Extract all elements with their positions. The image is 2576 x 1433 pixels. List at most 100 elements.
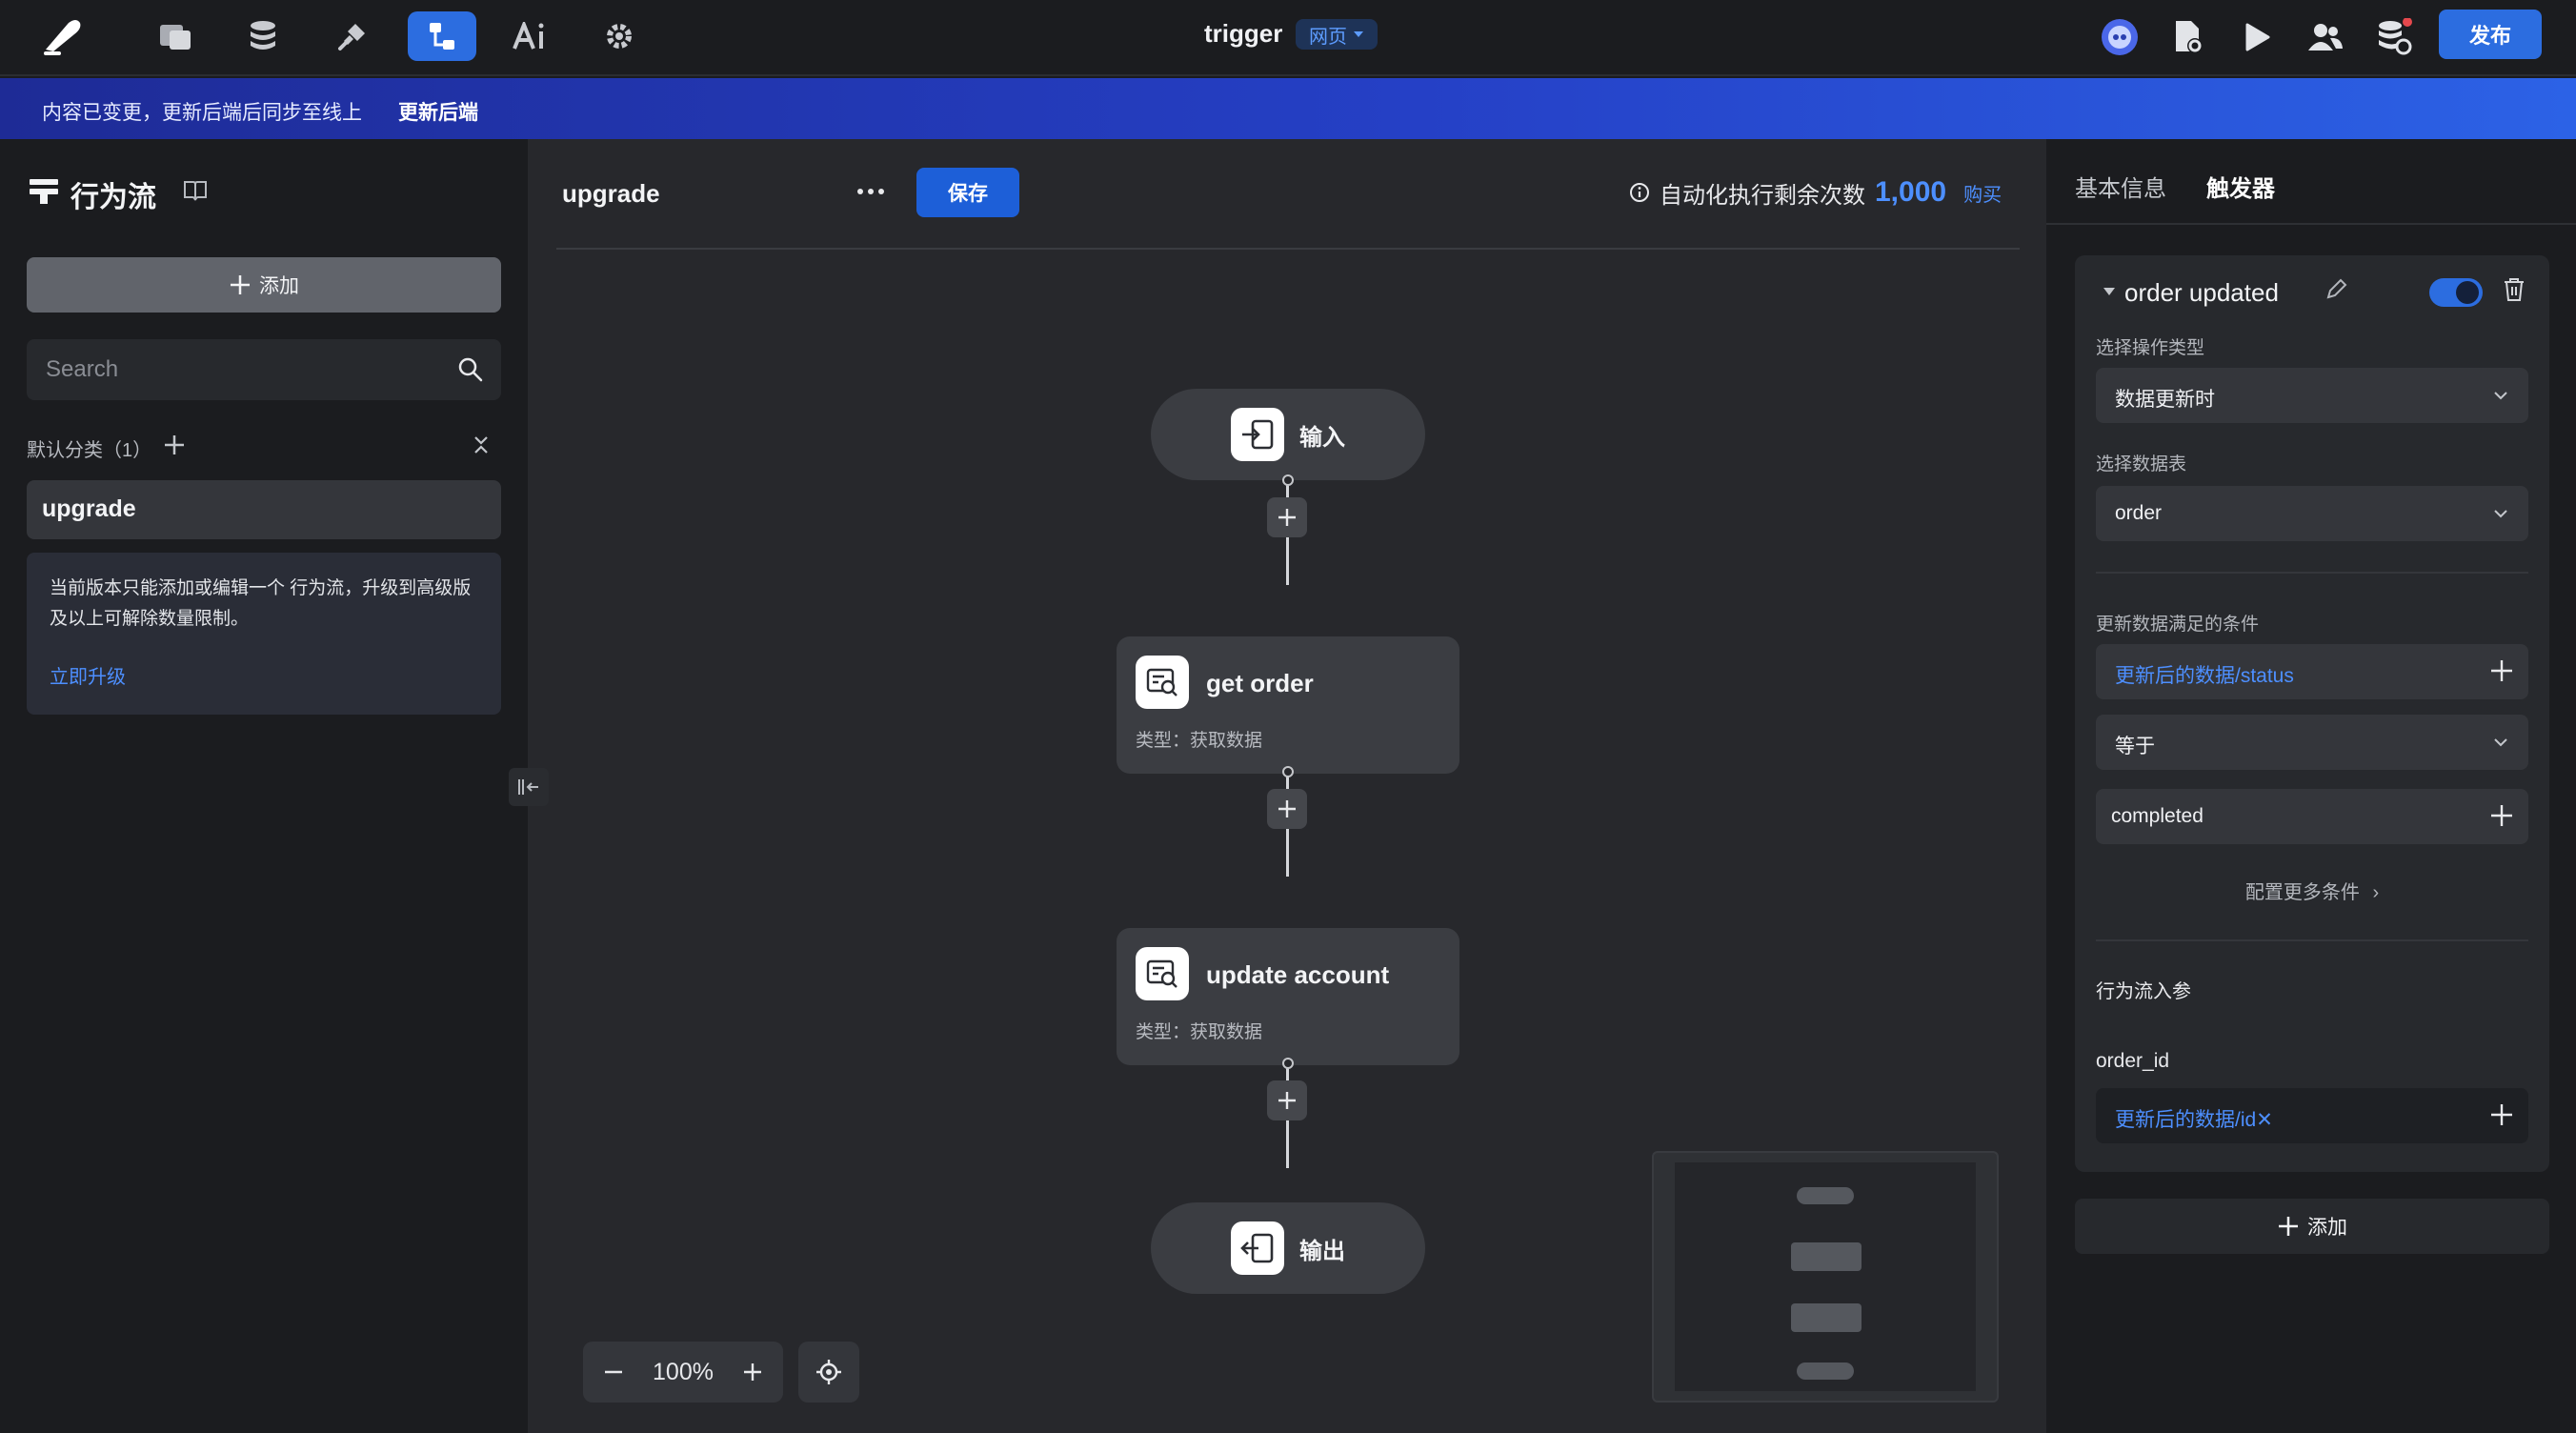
input-node[interactable]: 输入 — [1151, 389, 1425, 480]
output-node[interactable]: 输出 — [1151, 1202, 1425, 1294]
add-step-button[interactable] — [1267, 1080, 1307, 1120]
search-box — [27, 339, 501, 400]
upgrade-now-link[interactable]: 立即升级 — [50, 667, 126, 688]
plus-icon[interactable] — [2488, 657, 2515, 684]
search-icon[interactable] — [457, 356, 484, 383]
header-divider — [556, 248, 2020, 250]
plus-icon[interactable] — [2488, 802, 2515, 829]
database-icon[interactable] — [229, 11, 297, 61]
output-port[interactable] — [1282, 766, 1294, 777]
zoom-level: 100% — [653, 1358, 714, 1385]
preview-icon[interactable] — [2233, 13, 2281, 61]
quota-label: 自动化执行剩余次数 — [1660, 182, 1865, 209]
clear-param-icon[interactable]: ✕ — [2256, 1109, 2273, 1131]
category-label: 默认分类（1） — [27, 440, 152, 461]
get-order-node[interactable]: get order 类型：获取数据 — [1117, 636, 1459, 774]
tab-basic-info[interactable]: 基本信息 — [2075, 176, 2166, 202]
chevron-right-icon: › — [2372, 882, 2380, 903]
more-options-icon[interactable] — [852, 175, 890, 208]
data-sync-icon[interactable] — [2370, 13, 2418, 61]
table-select[interactable]: order — [2096, 486, 2528, 541]
table-value: order — [2115, 502, 2163, 524]
page-settings-icon[interactable] — [2164, 13, 2212, 61]
condition-operator-select[interactable]: 等于 — [2096, 715, 2528, 770]
workflow-icon[interactable] — [408, 11, 476, 61]
zoom-in-icon[interactable] — [734, 1353, 772, 1391]
quota-value: 1,000 — [1875, 176, 1947, 208]
banner-message: 内容已变更，更新后端后同步至线上 — [42, 102, 362, 124]
plus-icon[interactable] — [2488, 1101, 2515, 1128]
output-port[interactable] — [1282, 1058, 1294, 1069]
settings-icon[interactable] — [585, 11, 654, 61]
sidebar: 行为流 添加 默认分类（1） upgrade 当前版本只能添加或编辑一个 行为流… — [0, 139, 528, 1433]
upgrade-notice: 当前版本只能添加或编辑一个 行为流，升级到高级版及以上可解除数量限制。 立即升级 — [27, 553, 501, 715]
condition-operator-value: 等于 — [2115, 736, 2155, 757]
minimap[interactable] — [1652, 1151, 1999, 1403]
more-conditions-label: 配置更多条件 — [2244, 882, 2360, 903]
op-type-select[interactable]: 数据更新时 — [2096, 368, 2528, 423]
more-conditions-link[interactable]: 配置更多条件 › — [2096, 877, 2528, 904]
node-type: 类型：获取数据 — [1136, 731, 1263, 751]
plus-icon — [1278, 800, 1296, 817]
chevron-down-icon — [2494, 510, 2507, 518]
plus-icon — [2279, 1217, 2298, 1236]
add-step-button[interactable] — [1267, 497, 1307, 537]
output-node-icon — [1231, 1221, 1284, 1275]
logo-icon[interactable] — [29, 11, 97, 61]
delete-icon[interactable] — [2502, 276, 2530, 305]
add-trigger-label: 添加 — [2307, 1217, 2347, 1239]
params-label: 行为流入参 — [2096, 981, 2191, 1002]
env-selector[interactable]: 网页 — [1296, 19, 1378, 50]
fit-view-icon[interactable] — [798, 1342, 859, 1403]
pages-icon[interactable] — [141, 11, 210, 61]
add-step-button[interactable] — [1267, 789, 1307, 829]
publish-button[interactable]: 发布 — [2439, 10, 2542, 59]
save-button[interactable]: 保存 — [916, 168, 1019, 217]
trigger-enable-toggle[interactable] — [2429, 278, 2483, 307]
assistant-icon[interactable] — [2096, 13, 2143, 61]
sidebar-title: 行为流 — [70, 182, 156, 213]
add-flow-button[interactable]: 添加 — [27, 257, 501, 313]
param-name: order_id — [2096, 1050, 2170, 1072]
node-type: 类型：获取数据 — [1136, 1022, 1263, 1042]
add-category-icon[interactable] — [162, 433, 187, 457]
condition-field[interactable]: 更新后的数据/status — [2096, 644, 2528, 699]
input-node-label: 输入 — [1299, 424, 1345, 451]
minimap-node — [1797, 1187, 1854, 1204]
param-value-field[interactable]: 更新后的数据/id✕ — [2096, 1088, 2528, 1143]
top-bar: trigger 网页 发布 — [0, 0, 2576, 76]
edit-icon[interactable] — [2324, 276, 2353, 305]
docs-icon[interactable] — [183, 179, 208, 202]
node-title: update account — [1206, 960, 1390, 989]
condition-field-value: 更新后的数据/status — [2115, 665, 2294, 687]
tab-trigger[interactable]: 触发器 — [2206, 176, 2275, 202]
collapse-sidebar-icon[interactable] — [509, 768, 549, 806]
update-banner: 内容已变更，更新后端后同步至线上 更新后端 — [0, 78, 2576, 139]
properties-panel: 基本信息 触发器 order updated 选择操作类型 数据更新时 选择数据… — [2046, 139, 2576, 1433]
plus-icon — [231, 275, 250, 294]
add-trigger-button[interactable]: 添加 — [2075, 1199, 2549, 1254]
zoom-out-icon[interactable] — [594, 1353, 633, 1391]
collapse-category-icon[interactable] — [469, 433, 493, 457]
op-type-label: 选择操作类型 — [2096, 338, 2205, 358]
search-input[interactable] — [46, 339, 427, 400]
buy-link[interactable]: 购买 — [1963, 184, 2002, 206]
output-port[interactable] — [1282, 474, 1294, 486]
ai-icon[interactable] — [495, 11, 564, 61]
condition-value-field[interactable]: completed — [2096, 789, 2528, 844]
table-label: 选择数据表 — [2096, 454, 2187, 474]
update-backend-link[interactable]: 更新后端 — [398, 102, 478, 124]
plus-icon — [1278, 509, 1296, 526]
chevron-down-icon — [2494, 738, 2507, 747]
users-icon[interactable] — [2302, 13, 2349, 61]
section-divider — [2096, 572, 2528, 574]
update-account-node[interactable]: update account 类型：获取数据 — [1117, 928, 1459, 1065]
plugin-icon[interactable] — [318, 11, 387, 61]
flow-item-upgrade[interactable]: upgrade — [27, 480, 501, 539]
trigger-card: order updated 选择操作类型 数据更新时 选择数据表 order 更… — [2075, 255, 2549, 1172]
tabs-divider — [2046, 223, 2576, 225]
env-label: 网页 — [1309, 26, 1347, 48]
caret-down-icon[interactable] — [2103, 288, 2115, 295]
minimap-viewport — [1675, 1162, 1976, 1391]
flow-canvas[interactable]: upgrade 保存 自动化执行剩余次数 1,000 购买 输入 get ord… — [528, 139, 2046, 1433]
